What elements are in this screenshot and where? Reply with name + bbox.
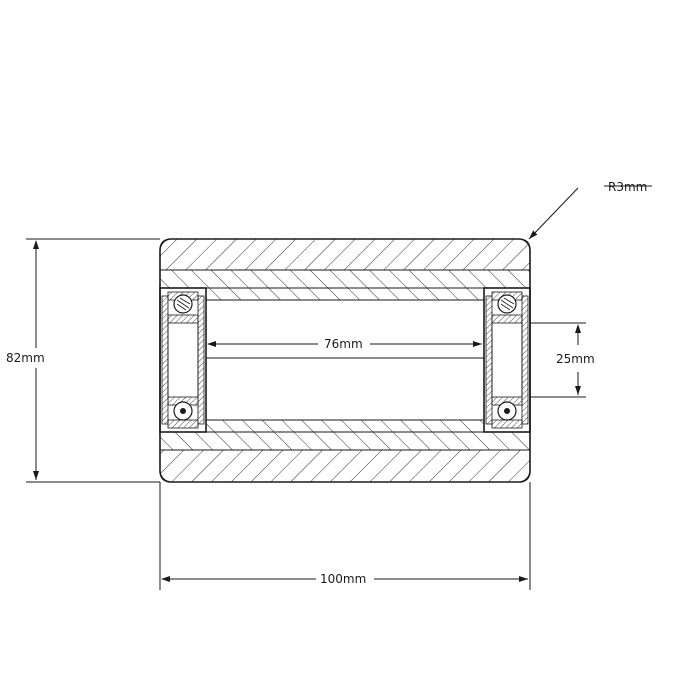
dimension-bore-label: 25mm (556, 352, 595, 366)
bottom-hub-section (159, 431, 531, 451)
radius-callout-label: R3mm (608, 180, 647, 194)
bottom-hub-inner-step (205, 419, 485, 433)
top-hub-section (159, 269, 531, 289)
right-bearing (483, 287, 531, 433)
top-hub-inner-step (205, 287, 485, 301)
dimension-inner-length-label: 76mm (324, 337, 363, 351)
dimension-inner-length: 76mm (206, 337, 484, 359)
radius-callout: R3mm (528, 180, 652, 240)
roller-body (159, 238, 531, 483)
dimension-bore: 25mm (530, 322, 595, 398)
dimension-height: 82mm (6, 238, 160, 483)
dimension-height-label: 82mm (6, 351, 45, 365)
dimension-width: 100mm (159, 482, 531, 590)
top-tyre-section (159, 238, 531, 271)
dimension-width-label: 100mm (320, 572, 366, 586)
left-bearing (159, 287, 207, 433)
bottom-tyre-section (159, 449, 531, 483)
